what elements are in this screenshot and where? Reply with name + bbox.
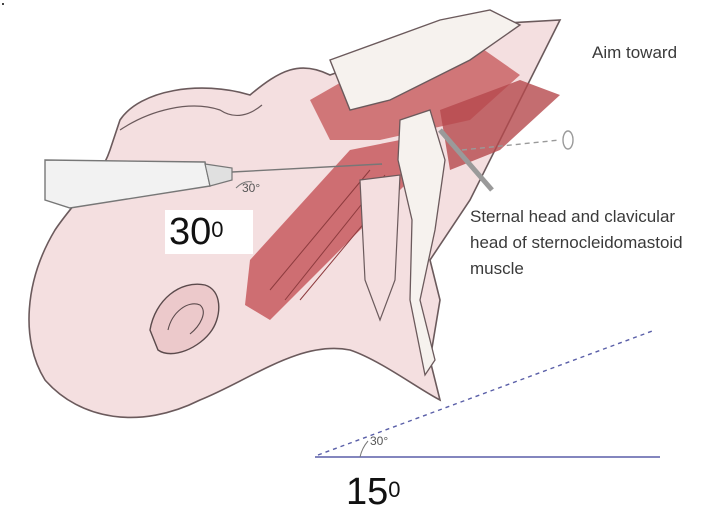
needle-angle-degree-mark: 0 (211, 217, 223, 242)
needle-angle-large-label: 300 (165, 210, 253, 254)
aim-toward-label: Aim toward (592, 40, 702, 66)
aim-target-icon (563, 131, 573, 149)
baseline-angle-arc (360, 441, 368, 457)
baseline-angle-degree-mark: 0 (388, 477, 400, 502)
corner-dot (2, 3, 4, 5)
baseline-angle-small-label: 30° (370, 434, 388, 448)
needle-angle-value: 30 (169, 211, 211, 253)
needle-angle-small-label: 30° (242, 181, 260, 195)
baseline-angle-large-label: 150 (346, 470, 426, 514)
muscle-label: Sternal head and clavicular head of ster… (470, 204, 706, 282)
baseline-angle-value: 15 (346, 471, 388, 513)
